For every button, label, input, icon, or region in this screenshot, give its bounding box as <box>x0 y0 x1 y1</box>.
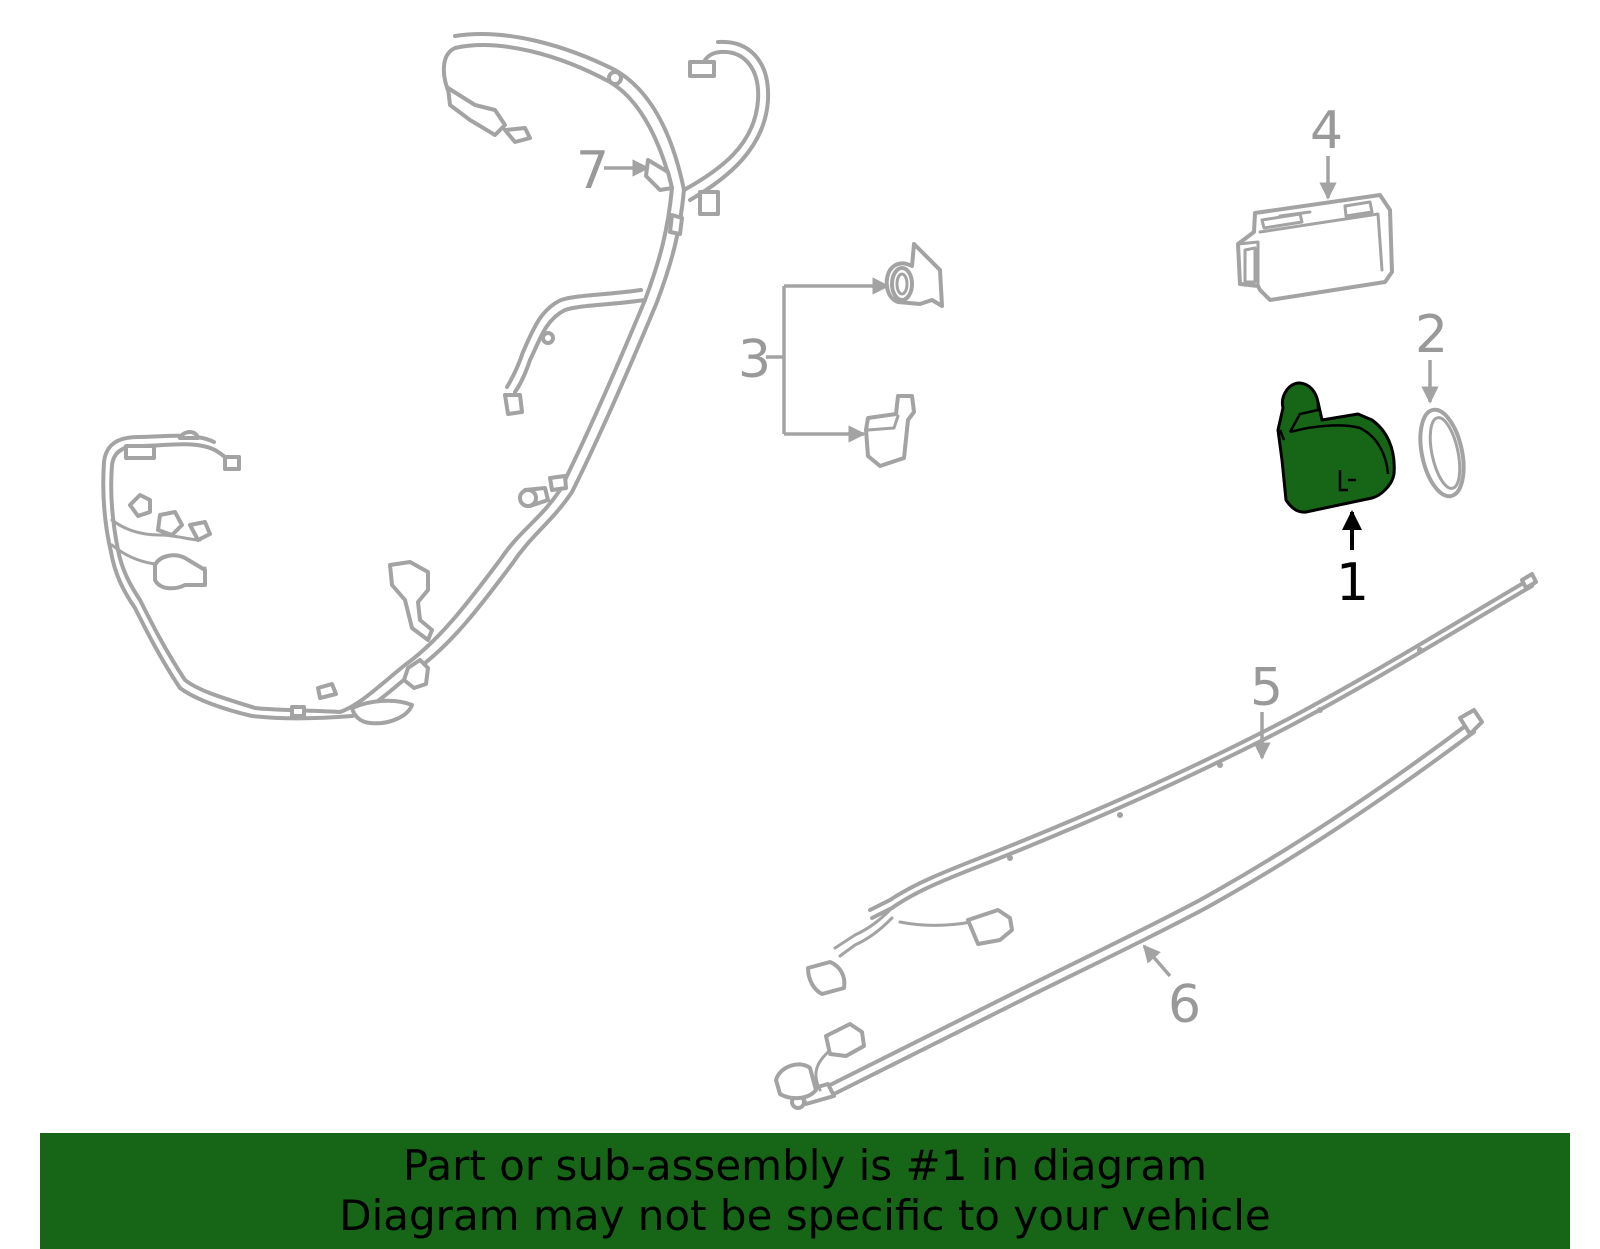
callout-5: 5 <box>1250 658 1283 760</box>
callout-7-label: 7 <box>576 141 609 201</box>
callout-3: 3 <box>738 277 890 443</box>
module-part-4 <box>1236 193 1394 302</box>
callout-1[interactable]: 1 <box>1336 510 1369 613</box>
sensor-ring-part-2 <box>1418 407 1466 499</box>
callout-2-label: 2 <box>1415 305 1448 365</box>
footer-banner: Part or sub-assembly is #1 in diagram Di… <box>40 1133 1570 1249</box>
brackets-part-3 <box>864 242 944 468</box>
footer-line-1: Part or sub-assembly is #1 in diagram <box>402 1141 1208 1190</box>
callout-7: 7 <box>576 141 650 201</box>
footer-line-2: Diagram may not be specific to your vehi… <box>339 1191 1271 1240</box>
callout-4: 4 <box>1310 101 1343 200</box>
callout-6: 6 <box>1142 944 1201 1035</box>
sensor-part-1[interactable] <box>1276 381 1396 514</box>
callout-6-label: 6 <box>1168 975 1201 1035</box>
sensor-body <box>1276 381 1396 514</box>
wiring-harness-part-7 <box>101 32 771 726</box>
callout-2: 2 <box>1415 305 1448 404</box>
callout-1-label: 1 <box>1336 553 1369 613</box>
harness-part-5 <box>806 572 1538 996</box>
callout-4-label: 4 <box>1310 101 1343 161</box>
callout-3-label: 3 <box>738 330 771 390</box>
harness-part-6 <box>774 708 1484 1110</box>
callout-5-label: 5 <box>1250 658 1283 718</box>
